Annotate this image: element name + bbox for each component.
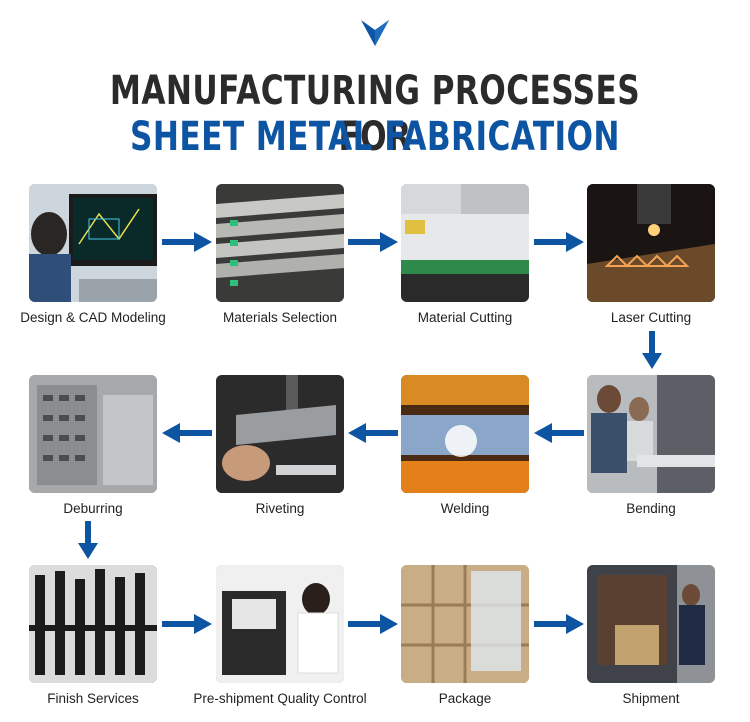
arrow-left-icon — [534, 423, 584, 443]
arrow-down-icon — [642, 331, 662, 369]
welding-photo — [401, 375, 529, 493]
step-label-quality-control: Pre-shipment Quality Control — [193, 691, 367, 706]
laser-cutting-photo — [587, 184, 715, 302]
step-label-welding: Welding — [440, 501, 490, 516]
step-label-package: Package — [438, 691, 492, 706]
deburring-photo — [29, 375, 157, 493]
step-label-design: Design & CAD Modeling — [20, 310, 166, 325]
page-title-line2: SHEET METAL FABRICATION — [130, 114, 620, 160]
arrow-right-icon — [534, 232, 584, 252]
step-label-deburring: Deburring — [63, 501, 123, 516]
brand-chevron-logo — [361, 20, 389, 46]
riveting-photo — [216, 375, 344, 493]
arrow-right-icon — [348, 232, 398, 252]
page-title-line1: MANUFACTURING PROCESSES FOR — [109, 68, 641, 160]
arrow-right-icon — [348, 614, 398, 634]
material-cutting-photo — [401, 184, 529, 302]
shipment-photo — [587, 565, 715, 683]
step-label-materials: Materials Selection — [222, 310, 338, 325]
finish-services-photo — [29, 565, 157, 683]
arrow-right-icon — [534, 614, 584, 634]
package-photo — [401, 565, 529, 683]
step-label-finish-services: Finish Services — [47, 691, 139, 706]
step-label-shipment: Shipment — [622, 691, 680, 706]
arrow-left-icon — [348, 423, 398, 443]
arrow-left-icon — [162, 423, 212, 443]
arrow-right-icon — [162, 614, 212, 634]
step-label-material-cutting: Material Cutting — [417, 310, 513, 325]
quality-control-photo — [216, 565, 344, 683]
arrow-right-icon — [162, 232, 212, 252]
step-label-laser-cutting: Laser Cutting — [610, 310, 692, 325]
step-label-riveting: Riveting — [255, 501, 305, 516]
step-label-bending: Bending — [626, 501, 676, 516]
materials-selection-photo — [216, 184, 344, 302]
design-cad-photo — [29, 184, 157, 302]
bending-photo — [587, 375, 715, 493]
arrow-down-icon — [78, 521, 98, 559]
